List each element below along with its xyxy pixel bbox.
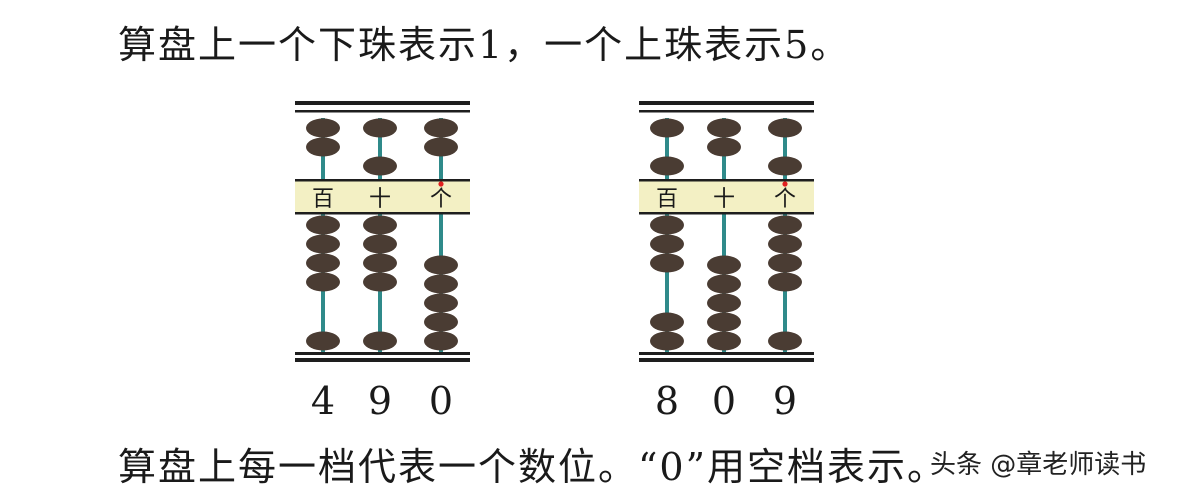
lower-bead <box>707 312 741 332</box>
unit-marker-dot <box>782 181 788 187</box>
lower-bead <box>650 253 684 273</box>
lower-bead <box>707 274 741 294</box>
digit-label: 0 <box>712 379 736 423</box>
frame-top-bar <box>295 101 470 105</box>
frame-bottom-bar <box>639 358 814 362</box>
lower-bead <box>650 215 684 235</box>
beam-edge <box>295 212 470 215</box>
upper-bead <box>650 156 684 176</box>
lower-bead <box>306 253 340 273</box>
upper-bead <box>650 118 684 138</box>
place-label: 个 <box>774 187 796 212</box>
digit-label: 4 <box>311 379 335 423</box>
instruction-bottom-line: 算盘上每一档代表一个数位。“0”用空档表示。 <box>118 445 948 489</box>
upper-bead <box>768 156 802 176</box>
digit-label: 9 <box>773 379 797 423</box>
lower-bead <box>424 312 458 332</box>
frame-bottom-bar <box>639 352 814 355</box>
lower-bead <box>424 293 458 313</box>
lower-bead <box>306 272 340 292</box>
lower-bead <box>306 331 340 351</box>
frame-top-bar <box>639 110 814 113</box>
lower-bead <box>707 293 741 313</box>
place-label: 十 <box>713 187 735 212</box>
lower-bead <box>650 331 684 351</box>
place-label: 十 <box>369 187 391 212</box>
beam-edge <box>639 212 814 215</box>
place-label: 百 <box>312 187 334 212</box>
place-label: 个 <box>430 187 452 212</box>
upper-bead <box>306 137 340 157</box>
abacus: 百 4 十 9 个 0 <box>295 101 470 423</box>
lower-bead <box>650 312 684 332</box>
instruction-top-line: 算盘上一个下珠表示1，一个上珠表示5。 <box>118 23 851 67</box>
digit-label: 0 <box>429 379 453 423</box>
place-label: 百 <box>656 187 678 212</box>
abacus: 百 8 十 0 个 9 <box>639 101 814 423</box>
upper-bead <box>424 137 458 157</box>
lower-bead <box>363 215 397 235</box>
upper-bead <box>363 156 397 176</box>
lower-bead <box>363 331 397 351</box>
frame-bottom-bar <box>295 358 470 362</box>
beam-edge <box>639 179 814 182</box>
lower-bead <box>768 253 802 273</box>
lower-bead <box>768 331 802 351</box>
lower-bead <box>768 215 802 235</box>
lower-bead <box>707 255 741 275</box>
frame-top-bar <box>639 101 814 105</box>
lower-bead <box>306 234 340 254</box>
digit-label: 9 <box>368 379 392 423</box>
unit-marker-dot <box>438 181 444 187</box>
lower-bead <box>424 331 458 351</box>
frame-bottom-bar <box>295 352 470 355</box>
upper-bead <box>707 137 741 157</box>
frame-top-bar <box>295 110 470 113</box>
lower-bead <box>363 234 397 254</box>
lower-bead <box>768 234 802 254</box>
upper-bead <box>306 118 340 138</box>
beam-edge <box>295 179 470 182</box>
lower-bead <box>768 272 802 292</box>
lower-bead <box>707 331 741 351</box>
upper-bead <box>363 118 397 138</box>
lower-bead <box>363 253 397 273</box>
lower-bead <box>424 255 458 275</box>
lower-bead <box>306 215 340 235</box>
lower-bead <box>363 272 397 292</box>
digit-label: 8 <box>655 379 679 423</box>
upper-bead <box>768 118 802 138</box>
upper-bead <box>707 118 741 138</box>
upper-bead <box>424 118 458 138</box>
lower-bead <box>424 274 458 294</box>
source-watermark: 头条 @章老师读书 <box>930 450 1147 480</box>
lower-bead <box>650 234 684 254</box>
